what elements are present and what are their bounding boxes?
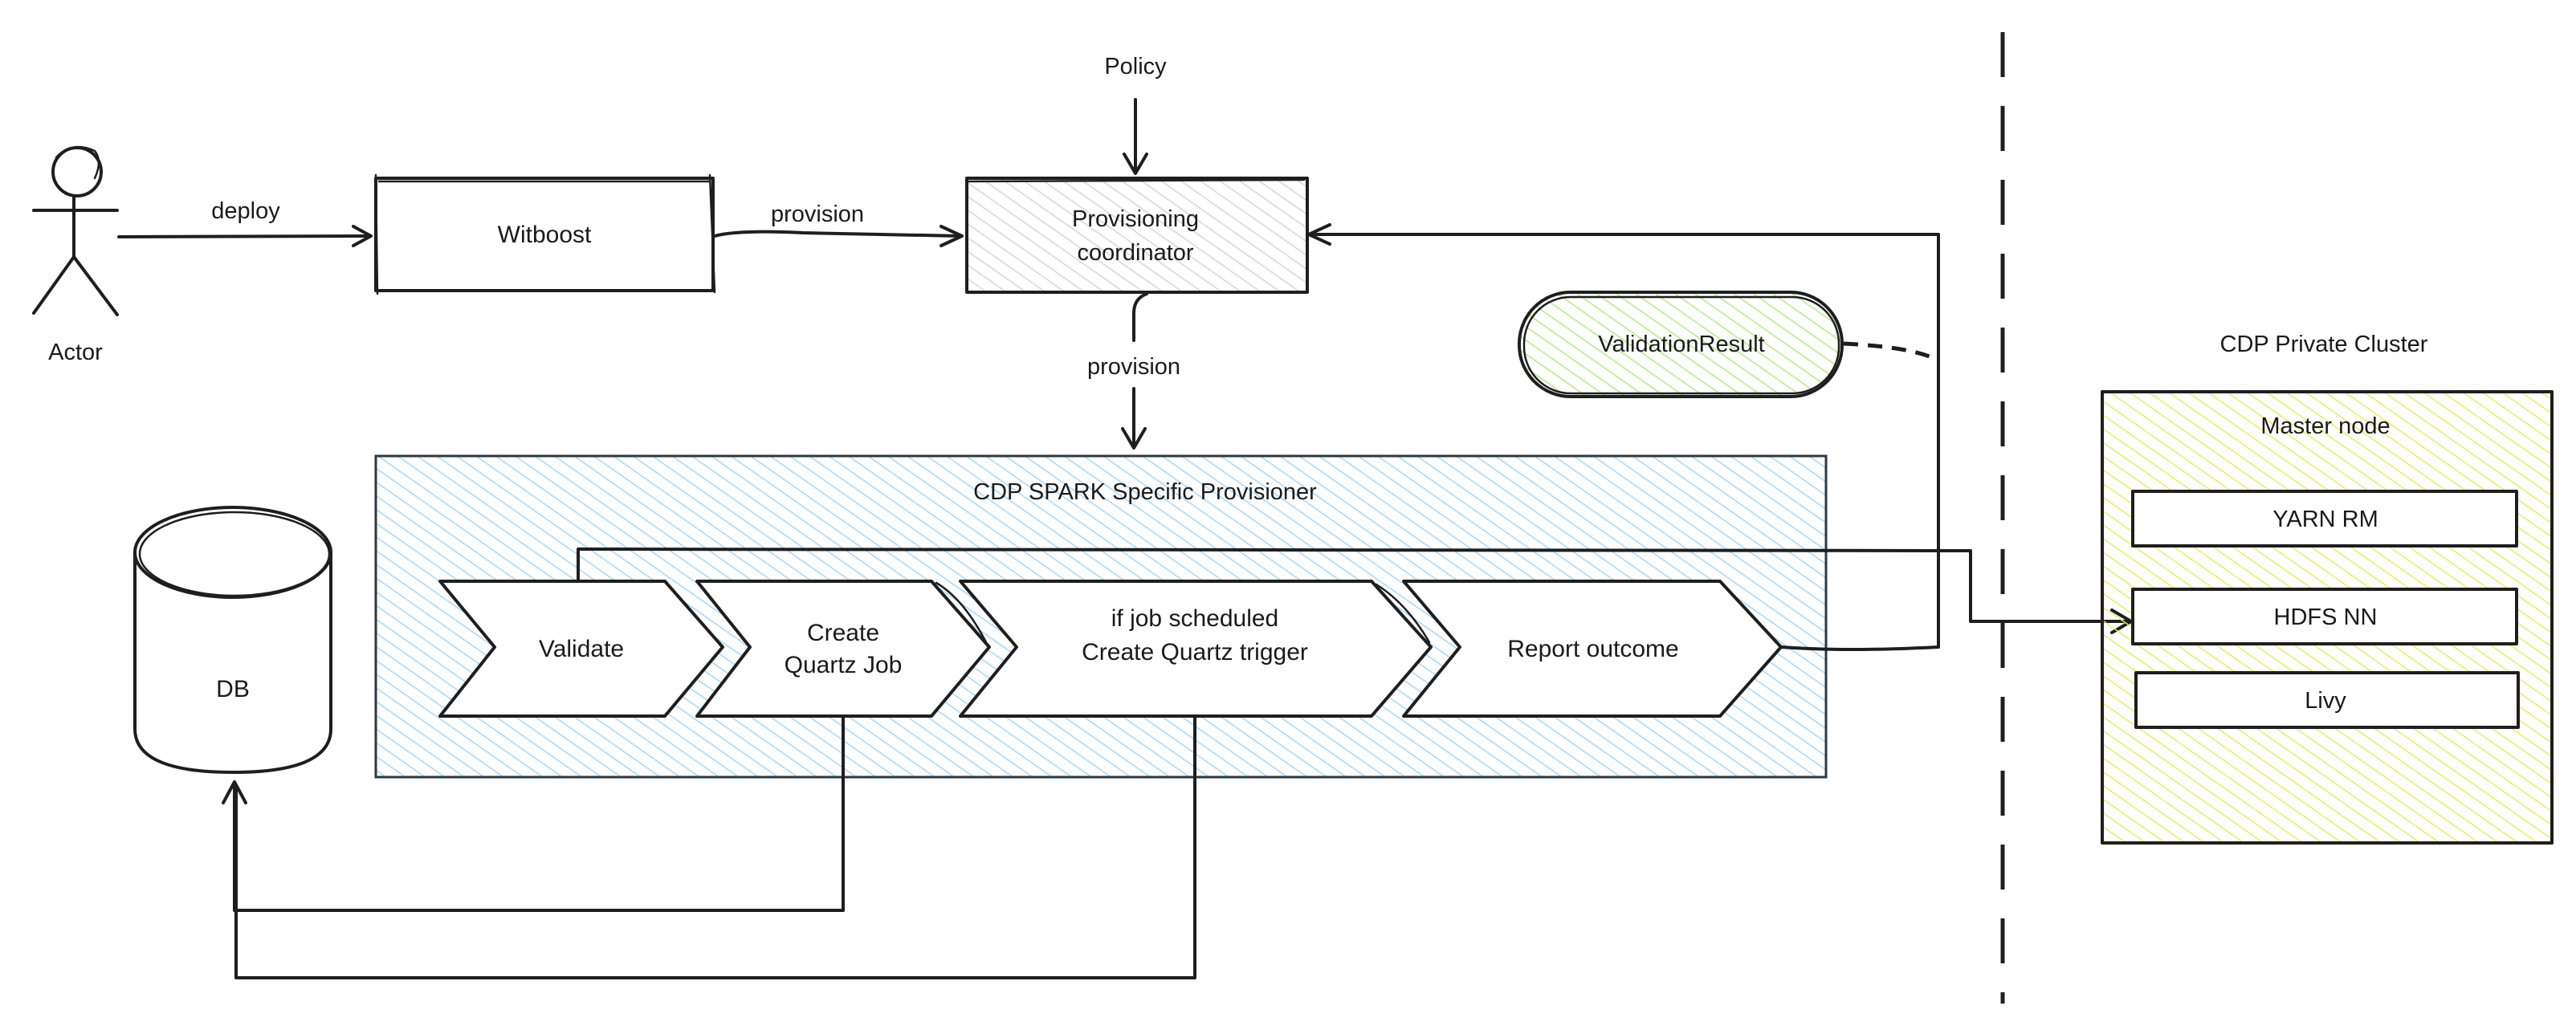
step-create-label-line1: Create [807, 620, 879, 646]
livy-label: Livy [2305, 688, 2346, 714]
yarn-rm-label: YARN RM [2272, 507, 2378, 532]
master-node-label: Master node [2260, 413, 2390, 439]
db-cylinder [133, 506, 332, 774]
step-report-label: Report outcome [1507, 636, 1678, 662]
witboost-label: Witboost [498, 222, 592, 248]
witboost-box [374, 173, 716, 295]
step-trigger-label-line1: if job scheduled [1111, 605, 1278, 632]
step-create-quartz-trigger [959, 580, 1433, 718]
coordinator-label-line1: Provisioning [1072, 206, 1199, 232]
hdfs-nn-box [2131, 588, 2518, 645]
step-trigger-label-line2: Create Quartz trigger [1082, 639, 1308, 666]
step-create-label-line2: Quartz Job [785, 652, 903, 678]
provision-arrow-top [713, 225, 964, 247]
step-validate [438, 580, 724, 718]
report-to-coordinator-arrow [1307, 223, 1940, 651]
yarn-rm-box [2131, 490, 2518, 548]
step-create-quartz-job [695, 580, 991, 718]
step-report-outcome [1402, 580, 1783, 718]
step-validate-label: Validate [539, 636, 624, 662]
provision-arrow-down [1121, 292, 1148, 450]
policy-label: Policy [1104, 54, 1167, 79]
provision-down-label: provision [1087, 354, 1180, 380]
validation-result-connector [1843, 341, 1938, 362]
livy-box [2134, 671, 2520, 729]
deploy-arrow [117, 225, 373, 247]
cluster-title: CDP Private Cluster [2220, 332, 2428, 357]
provisioner-title: CDP SPARK Specific Provisioner [973, 479, 1317, 505]
deploy-label: deploy [211, 198, 280, 224]
provision-top-label: provision [771, 202, 864, 227]
db-label: DB [216, 676, 250, 702]
coordinator-label-line2: coordinator [1077, 240, 1193, 266]
coordinator-box [965, 177, 1309, 294]
actor-label: Actor [48, 340, 103, 365]
validation-result-pill [1518, 291, 1844, 398]
hdfs-nn-label: HDFS NN [2274, 605, 2378, 630]
validation-result-label: ValidationResult [1598, 332, 1764, 357]
policy-arrow [1123, 98, 1148, 175]
actor-figure [32, 145, 119, 316]
create-trigger-to-db-arrow [234, 714, 1196, 979]
